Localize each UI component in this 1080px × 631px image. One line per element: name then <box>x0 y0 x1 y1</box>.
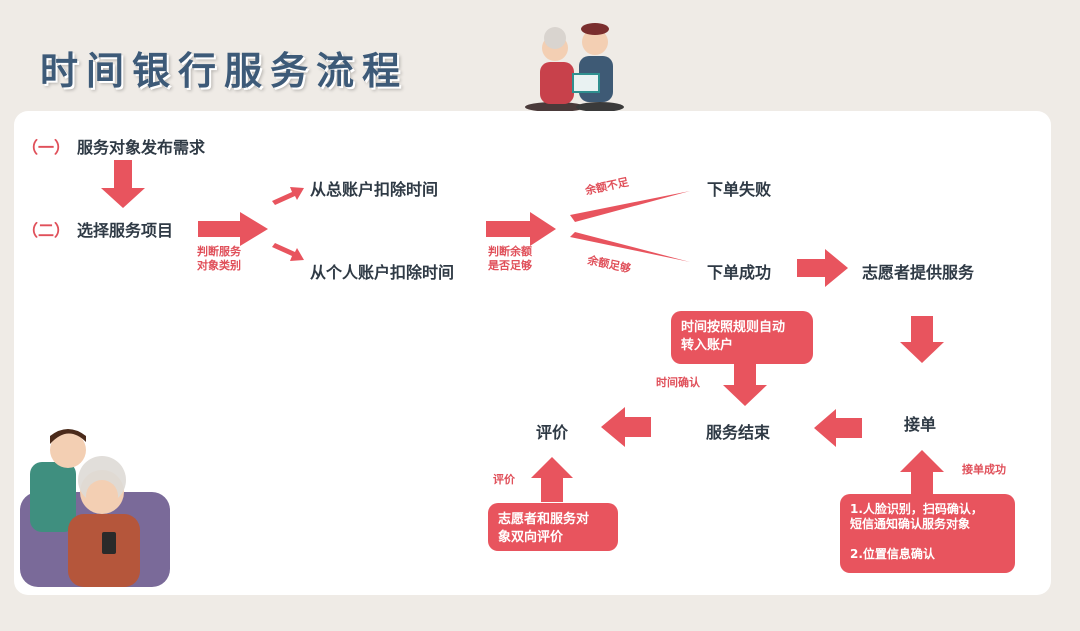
arrow-branch-up <box>272 187 304 205</box>
judge-service-label: 判断服务 对象类别 <box>197 245 241 272</box>
accept-success-label: 接单成功 <box>962 463 1006 476</box>
step1-label: 服务对象发布需求 <box>77 138 206 157</box>
service-end: 服务结束 <box>706 423 771 442</box>
time-confirm-label: 时间确认 <box>656 376 700 389</box>
judge-balance-label: 判断余额 是否足够 <box>488 245 532 272</box>
arrow-left-end <box>814 409 862 447</box>
arrow-branch-down <box>272 243 304 261</box>
deduct-total: 从总账户扣除时间 <box>310 180 439 199</box>
evaluate: 评价 <box>536 423 569 442</box>
step1-prefix: （一） <box>22 138 71 157</box>
two-way-eval-box: 志愿者和服务对 象双向评价 <box>488 503 618 551</box>
arrow-up-evaluate <box>531 457 573 502</box>
accept-order: 接单 <box>904 415 937 434</box>
arrow-sufficient <box>570 232 690 262</box>
page-title: 时间银行服务流程 <box>40 49 409 93</box>
volunteer-service: 志愿者提供服务 <box>862 263 975 282</box>
order-fail: 下单失败 <box>707 180 772 199</box>
arrow-right-judge <box>198 212 268 246</box>
auto-transfer-box: 时间按照规则自动 转入账户 <box>671 311 813 364</box>
arrow-down-end <box>723 364 767 406</box>
arrow-insufficient <box>570 191 690 222</box>
arrow-right-balance <box>486 212 556 246</box>
verify-box: 1.人脸识别，扫码确认， 短信通知确认服务对象 2.位置信息确认 <box>840 494 1015 573</box>
elderly-couple-illustration <box>525 23 624 112</box>
arrow-down-accept <box>900 316 944 363</box>
arrow-left-evaluate <box>601 407 651 447</box>
arrow-up-accept <box>900 450 944 496</box>
order-success: 下单成功 <box>707 263 772 282</box>
step2-prefix: （二） <box>22 221 71 240</box>
arrow-right-volunteer <box>797 249 848 287</box>
evaluate-small-label: 评价 <box>493 473 515 486</box>
elder-care-illustration <box>20 429 170 587</box>
deduct-personal: 从个人账户扣除时间 <box>310 263 455 282</box>
arrow-down-step <box>101 160 145 208</box>
step2-label: 选择服务项目 <box>77 221 174 240</box>
